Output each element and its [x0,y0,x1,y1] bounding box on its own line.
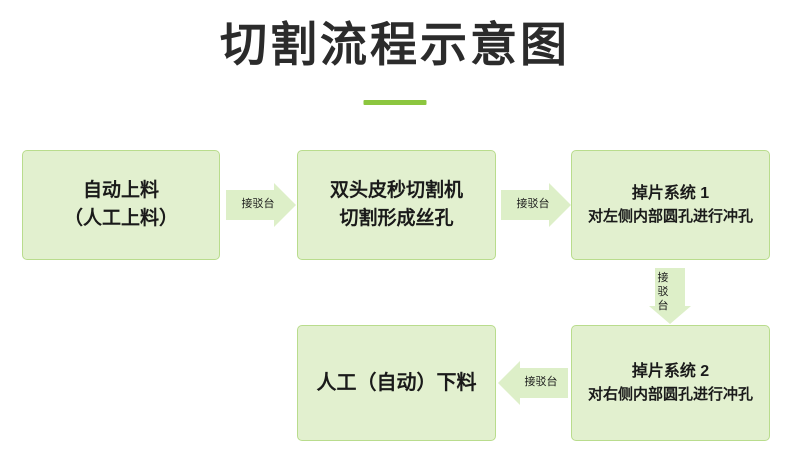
node-unload[interactable]: 人工（自动）下料 [297,325,496,441]
node-auto-load-line-1: 自动上料 [82,179,159,201]
node-unload-line-1: 人工（自动）下料 [316,372,477,394]
page-title: 切割流程示意图 [220,18,570,71]
node-cutter[interactable]: 双头皮秒切割机 切割形成丝孔 [297,150,496,260]
node-drop-system-2-desc: 对右侧内部圆孔进行冲孔 [587,385,753,403]
title-underline [363,100,427,105]
node-drop-system-1-title: 掉片系统 1 [631,184,710,202]
arrow-drop1-to-drop2 [655,268,685,306]
node-drop-system-1[interactable]: 掉片系统 1 对左侧内部圆孔进行冲孔 [571,150,770,260]
node-cutter-line-1: 双头皮秒切割机 [329,179,463,201]
node-drop-system-2-title: 掉片系统 2 [631,362,710,380]
arrow-drop2-to-unload [520,368,568,398]
arrow-cutter-to-drop1 [501,190,549,220]
arrow-label-4: 接驳台 [524,376,558,388]
node-drop-system-2[interactable]: 掉片系统 2 对右侧内部圆孔进行冲孔 [571,325,770,441]
arrow-label-3: 接驳台 [657,272,669,312]
arrow-auto-load-to-cutter [226,190,274,220]
node-auto-load[interactable]: 自动上料 （人工上料） [22,150,220,260]
node-cutter-line-2: 切割形成丝孔 [339,208,454,229]
arrow-label-1: 接驳台 [241,198,275,210]
arrow-label-2: 接驳台 [516,198,550,210]
node-drop-system-1-desc: 对左侧内部圆孔进行冲孔 [587,207,753,225]
node-auto-load-line-2: （人工上料） [63,208,178,229]
